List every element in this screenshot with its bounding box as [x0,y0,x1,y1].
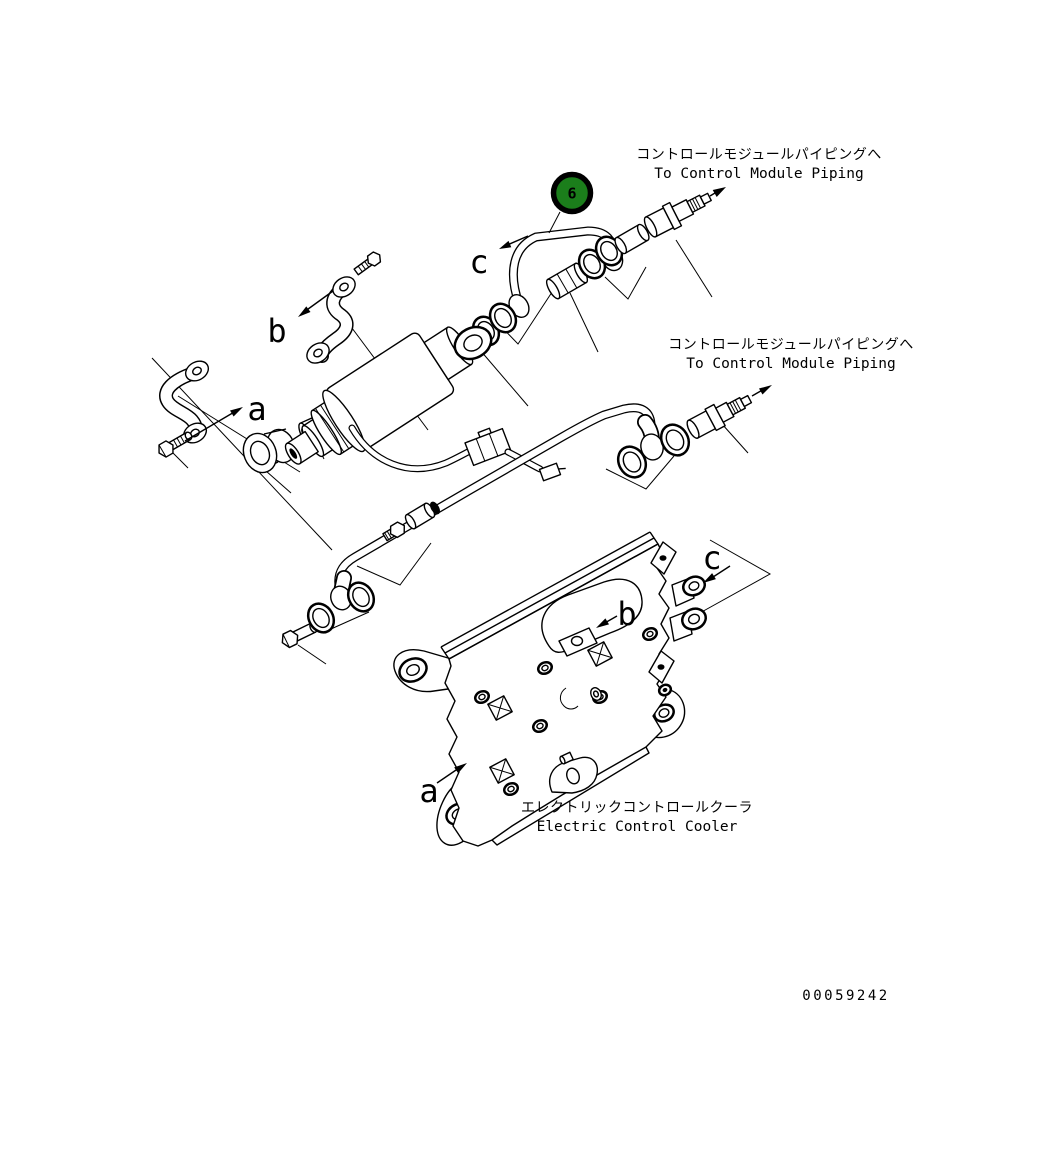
mid-piping-callout: コントロールモジュールパイピングへ To Control Module Pipi… [668,337,914,372]
plate-hole [473,689,491,705]
arrow-lower-c [703,565,731,583]
upper-pipe-assembly [471,192,712,347]
thread-plug [382,521,405,542]
sleeve-spacer [614,223,650,255]
view-label-upper-a: a [247,390,266,428]
arrow-upper-c [499,235,529,249]
bolt [353,251,382,276]
bolt [158,431,193,458]
bracket-eye [332,276,356,298]
view-label-upper-b: b [267,312,286,350]
bracket-eye [184,360,210,382]
plate-thickness-edge [491,746,650,846]
mount-pad [650,541,677,575]
mid-piping-label-en: To Control Module Piping [686,356,896,372]
view-label-upper-c: c [469,243,488,281]
arrow-lower-a [436,763,467,784]
view-label-lower-a: a [419,772,438,810]
plate-hole [536,660,554,676]
wire-detail [559,687,602,710]
bottom-tab [548,751,599,794]
cooler-label-en: Electric Control Cooler [537,819,738,835]
cooler-top-rail [440,531,659,660]
view-label-lower-b: b [617,595,636,633]
x-pad [487,695,513,721]
bolt-boss [657,683,673,697]
clamp-bracket-upper [306,251,382,364]
arrowhead-icon [703,573,716,583]
view-label-lower-c: c [702,539,721,577]
arrow-lower-b [596,615,618,628]
o-ring [659,423,691,457]
sleeve-spacer [404,502,436,530]
mount-ear-left [393,649,456,693]
o-ring [346,581,376,613]
harness-connector [464,427,512,467]
solenoid-valve [284,325,566,482]
mid-piping-label-jp: コントロールモジュールパイピングへ [668,337,914,353]
x-pad [489,758,515,784]
washer [453,325,493,361]
o-ring [306,602,336,634]
wire-clip [538,462,566,482]
arrowhead-icon [712,187,726,197]
cooler-slot-opening [541,578,643,657]
arrow-upper-a [184,407,243,442]
arrowhead-icon [759,385,772,395]
x-pad [587,641,613,667]
mount-pad [648,650,675,684]
retainer-ring [430,501,440,515]
cooler-callout: エレクトリックコントロールクーラ Electric Control Cooler [521,800,753,835]
top-piping-label-en: To Control Module Piping [654,166,864,182]
port-boss [669,607,707,642]
solenoid-port [284,430,319,465]
arrow-upper-b [298,290,334,317]
plate-hole [641,626,659,642]
electric-control-cooler [393,531,707,847]
tube-connector-fitting [686,394,753,439]
arrow-to-mid-piping [751,385,772,397]
top-piping-callout: コントロールモジュールパイピングへ To Control Module Pipi… [636,147,882,182]
plate-hole [502,781,520,797]
o-ring [488,302,518,334]
hex-union-fitting [545,262,589,300]
cooler-label-jp: エレクトリックコントロールクーラ [521,800,753,816]
top-piping-label-jp: コントロールモジュールパイピングへ [636,147,882,163]
o-ring [616,445,648,479]
bracket-eye [306,342,330,364]
tube-connector-fitting [643,192,712,238]
drawing-number: 00059242 [802,988,889,1004]
part-number-badge[interactable]: 6 [548,171,594,234]
arrowhead-icon [230,407,243,417]
badge-circle[interactable] [550,171,594,215]
badge-number: 6 [567,185,576,203]
arrowhead-icon [596,618,609,628]
arrow-to-top-piping [709,187,726,197]
arrowhead-icon [454,763,467,774]
port-boss [671,575,706,607]
plate-hole [531,718,549,734]
arrowhead-icon [298,306,311,317]
lower-tube-assembly [281,394,753,649]
badge-leader-line [548,211,561,234]
arrowhead-icon [499,240,512,249]
